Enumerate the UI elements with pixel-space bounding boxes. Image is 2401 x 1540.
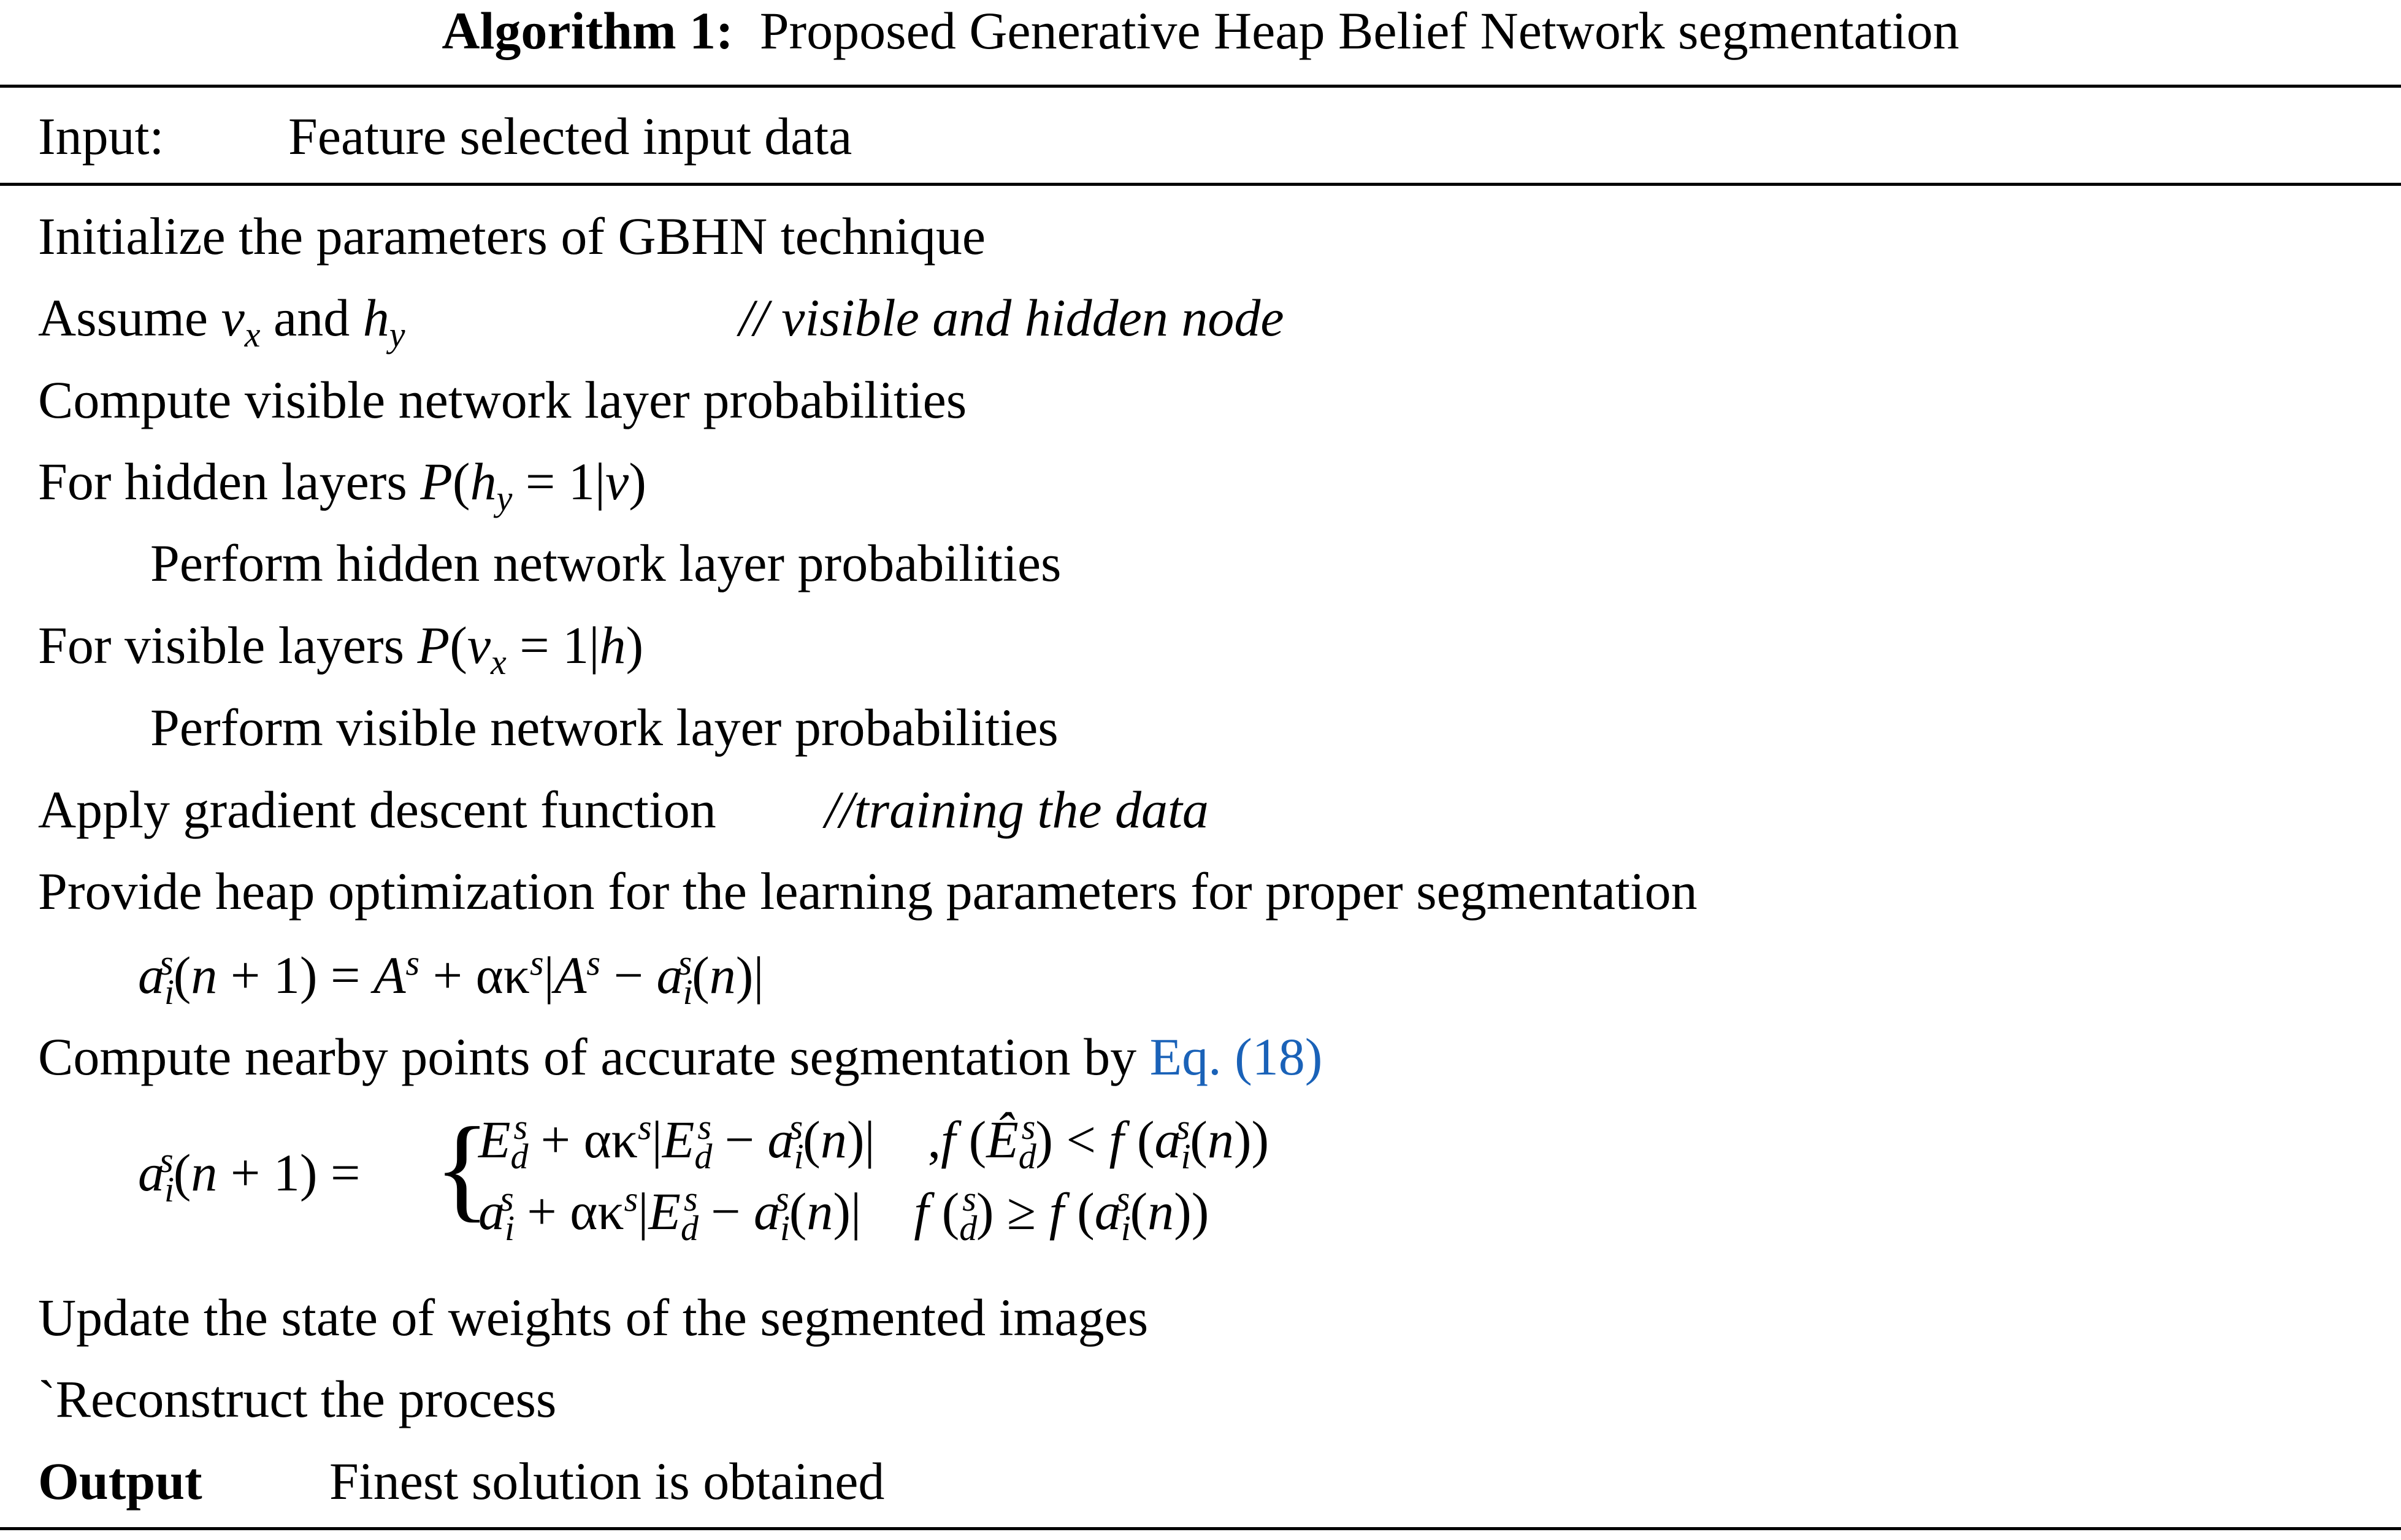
cases-brace: { [434,1104,491,1233]
comment-visible-hidden: // visible and hidden node [739,288,1284,347]
input-row: Input: Feature selected input data [0,105,2401,167]
step-gradient-descent: Apply gradient descent function [38,780,716,839]
step-initialize: Initialize the parameters of GBHN techni… [38,207,986,266]
step-perform-visible: Perform visible network layer probabilit… [150,698,1059,757]
equation-case-2: ais + ακs|Eds − ais(n)| f (ds) ≥ f (ais(… [478,1179,1209,1249]
output-label: Output [38,1452,202,1511]
bottom-rule [0,1527,2401,1530]
algorithm-title: Proposed Generative Heap Belief Network … [759,1,1959,60]
input-label: Input: [38,107,164,166]
step-heap-optimization: Provide heap optimization for the learni… [38,862,1698,921]
equation-case-1: Eds + ακs|Eds − ais(n)| ,f (Êds) < f (ai… [478,1107,1269,1177]
step-for-hidden-prefix: For hidden layers [38,452,407,511]
step-perform-hidden: Perform hidden network layer probabiliti… [150,534,1062,592]
step-assume-and: and [274,288,350,347]
top-rule [0,85,2401,88]
step-nearby-points-prefix: Compute nearby points of accurate segmen… [38,1027,1137,1086]
step-for-hidden: For hidden layers P(hy = 1|v) [38,452,646,519]
header-rule [0,183,2401,186]
equation-link[interactable]: Eq. (18) [1149,1027,1323,1086]
algorithm-label: Algorithm 1: [442,1,733,60]
input-value: Feature selected input data [288,107,852,166]
equation-update-rule: ais(n + 1) = As + ακs|As − ais(n)| [138,943,764,1013]
step-nearby-points: Compute nearby points of accurate segmen… [38,1026,1322,1087]
step-update-weights: Update the state of weights of the segme… [38,1288,1149,1347]
step-compute-visible: Compute visible network layer probabilit… [38,370,967,429]
comment-training: //training the data [825,780,1209,839]
step-for-visible-prefix: For visible layers [38,616,405,675]
output-value: Finest solution is obtained [329,1452,885,1511]
step-assume: Assume vx and hy [38,288,405,355]
equation-piecewise-lhs: ais(n + 1) = [138,1140,361,1210]
step-reconstruct: `Reconstruct the process [38,1370,557,1428]
algorithm-caption: Algorithm 1: Proposed Generative Heap Be… [0,0,2401,74]
step-assume-prefix: Assume [38,288,209,347]
step-for-visible: For visible layers P(vx = 1|h) [38,616,644,683]
output-row: Output Finest solution is obtained [0,1450,2401,1512]
